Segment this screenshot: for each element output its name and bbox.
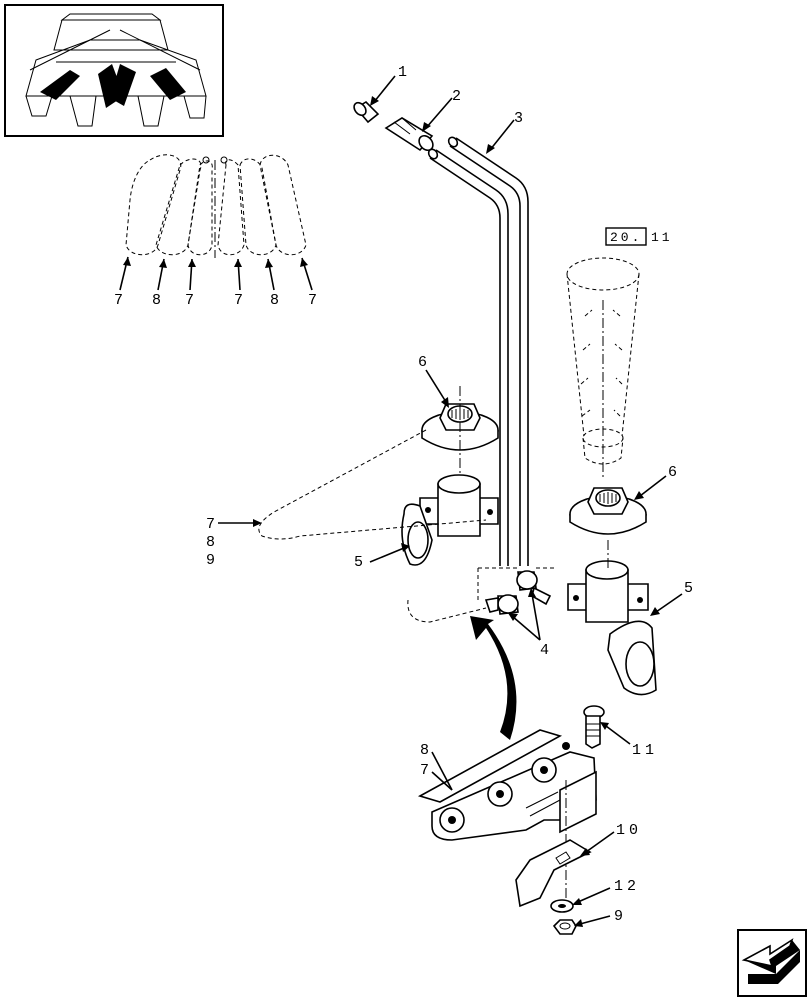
callout-6-left: 6 [418, 354, 431, 371]
callout-9-left: 9 [206, 552, 219, 569]
dashed-roller [566, 257, 640, 480]
header-thumbnail-image [25, 13, 207, 127]
callout-8-left: 8 [206, 534, 219, 551]
callout-5-right: 5 [684, 580, 697, 597]
callout-7-3: 7 [234, 292, 247, 309]
navigation-arrow-icon[interactable] [737, 929, 807, 997]
callout-12: 12 [614, 878, 640, 895]
callout-7-1: 7 [114, 292, 127, 309]
callout-3: 3 [514, 110, 527, 127]
callout-10: 10 [616, 822, 642, 839]
lube-tubes-3 [427, 119, 529, 566]
reference-suffix: 11 [651, 230, 673, 245]
overview-thumbnail [4, 4, 224, 137]
dashed-link-left [218, 429, 487, 540]
divider-outlines [119, 154, 313, 291]
hub-housing-5-right [567, 540, 683, 696]
elbow-fittings-4 [407, 567, 556, 641]
callout-8-1: 8 [152, 292, 165, 309]
hub-housing-5-left [369, 474, 499, 566]
callout-7-left: 7 [206, 516, 219, 533]
callout-5-left: 5 [354, 554, 367, 571]
carriage-bolt-11 [583, 705, 631, 749]
callout-9-nut: 9 [614, 908, 627, 925]
callout-4: 4 [540, 642, 553, 659]
nut-9 [552, 915, 611, 935]
reference-box-text: 20. [610, 230, 642, 245]
callout-6-right: 6 [668, 464, 681, 481]
sprocket-flange-6-right [569, 475, 667, 535]
coupling-2 [384, 97, 453, 152]
grease-fitting-1 [353, 75, 396, 124]
assembly-direction-arrow [470, 616, 517, 740]
gathering-chain [417, 729, 597, 900]
callout-1: 1 [398, 64, 411, 81]
callout-7-2: 7 [185, 292, 198, 309]
callout-2: 2 [452, 88, 465, 105]
washer-12 [550, 887, 611, 913]
callout-7-4: 7 [308, 292, 321, 309]
reference-box [605, 227, 647, 246]
bracket-10 [515, 831, 615, 908]
callout-8-chain: 8 [420, 742, 433, 759]
callout-11: 11 [632, 742, 658, 759]
sprocket-flange-6-left [421, 369, 499, 480]
callout-8-2: 8 [270, 292, 283, 309]
callout-7-chain: 7 [420, 762, 433, 779]
